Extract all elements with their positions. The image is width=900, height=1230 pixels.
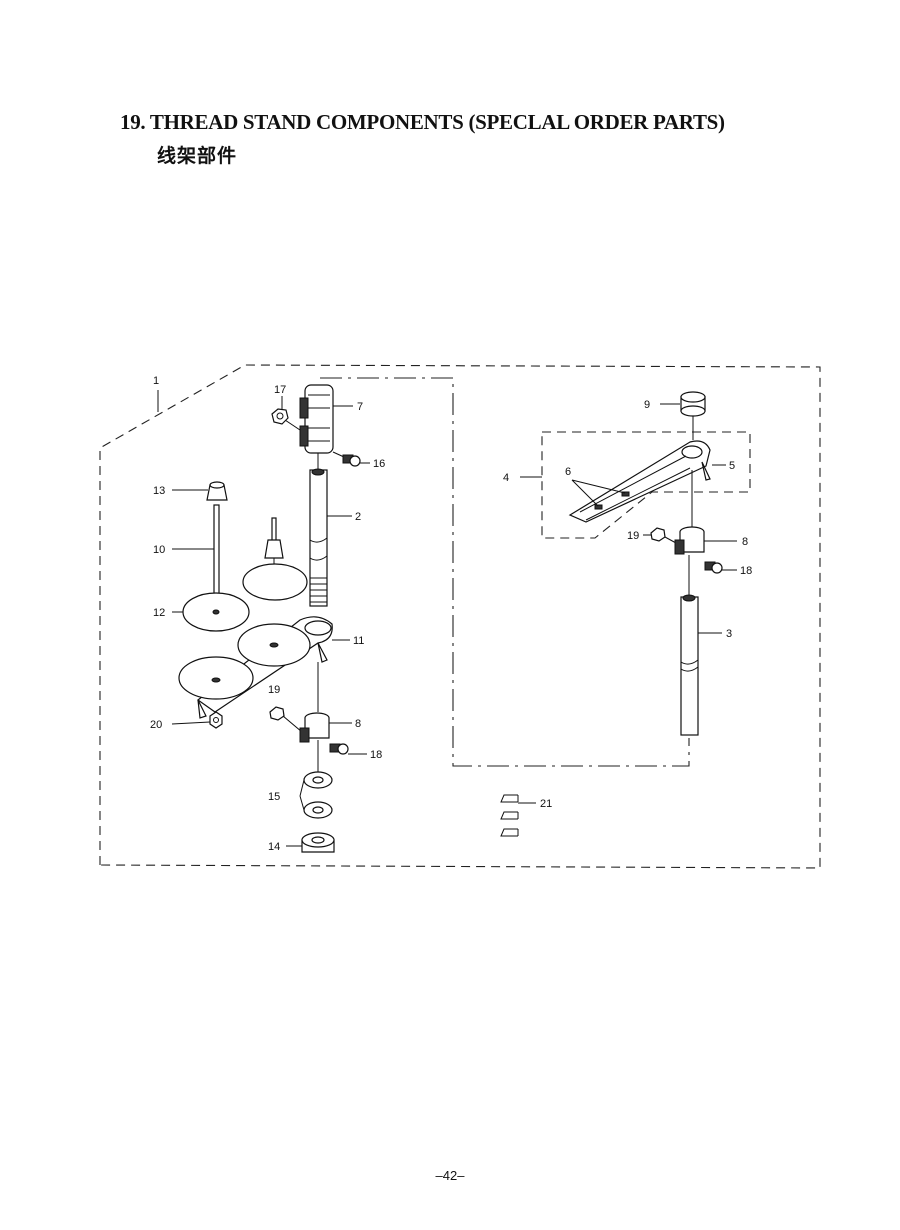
part-13-cap [206, 481, 228, 501]
part-21-clips [500, 794, 519, 837]
part-20-nut [209, 711, 223, 729]
callout-8-right: 8 [742, 536, 748, 548]
part-17-nut [271, 408, 289, 425]
callout-12: 12 [153, 607, 165, 619]
part-8-clamp-right [674, 526, 705, 555]
part-3-rod [680, 594, 699, 736]
callout-16: 16 [373, 458, 385, 470]
assembly-path-line [320, 377, 690, 767]
part-18-screw-right [704, 561, 723, 574]
callout-19-right: 19 [627, 530, 639, 542]
callout-2: 2 [355, 511, 361, 523]
part-18-screw-left [329, 743, 349, 755]
callout-18-left: 18 [370, 749, 382, 761]
part-8-clamp-left [299, 712, 330, 743]
assembly-boundary [99, 364, 821, 869]
page-title: 19. THREAD STAND COMPONENTS (SPECLAL ORD… [120, 110, 725, 134]
callout-6: 6 [565, 466, 571, 478]
subassembly-boundary [541, 431, 751, 539]
part-15-washers [303, 771, 333, 819]
page-subtitle: 线架部件 [157, 145, 238, 167]
upper-disc [242, 563, 308, 601]
callout-13: 13 [153, 485, 165, 497]
callout-5: 5 [729, 460, 735, 472]
page-number: –42– [435, 1168, 465, 1183]
callout-21: 21 [540, 798, 552, 810]
callout-20: 20 [150, 719, 162, 731]
callout-1: 1 [153, 375, 159, 387]
callout-3: 3 [726, 628, 732, 640]
part-19-nut-left [269, 706, 303, 733]
callout-4: 4 [503, 472, 509, 484]
part-2-rod [309, 453, 328, 607]
callout-11: 11 [353, 635, 364, 647]
leader-lines [157, 390, 737, 847]
callout-7: 7 [357, 401, 363, 413]
callout-10: 10 [153, 544, 165, 556]
part-14-nut [301, 832, 335, 853]
callout-15: 15 [268, 791, 280, 803]
part-7-bracket [281, 384, 334, 454]
callout-8-left: 8 [355, 718, 361, 730]
part-5-arm [568, 440, 711, 523]
part-9-cap [680, 391, 706, 440]
callout-9: 9 [644, 399, 650, 411]
part-16-screw [332, 451, 361, 467]
part-19-nut-right [650, 527, 677, 544]
callout-18-right: 18 [740, 565, 752, 577]
callout-14: 14 [268, 841, 280, 853]
callout-17: 17 [274, 384, 286, 396]
callout-19-left: 19 [268, 684, 280, 696]
